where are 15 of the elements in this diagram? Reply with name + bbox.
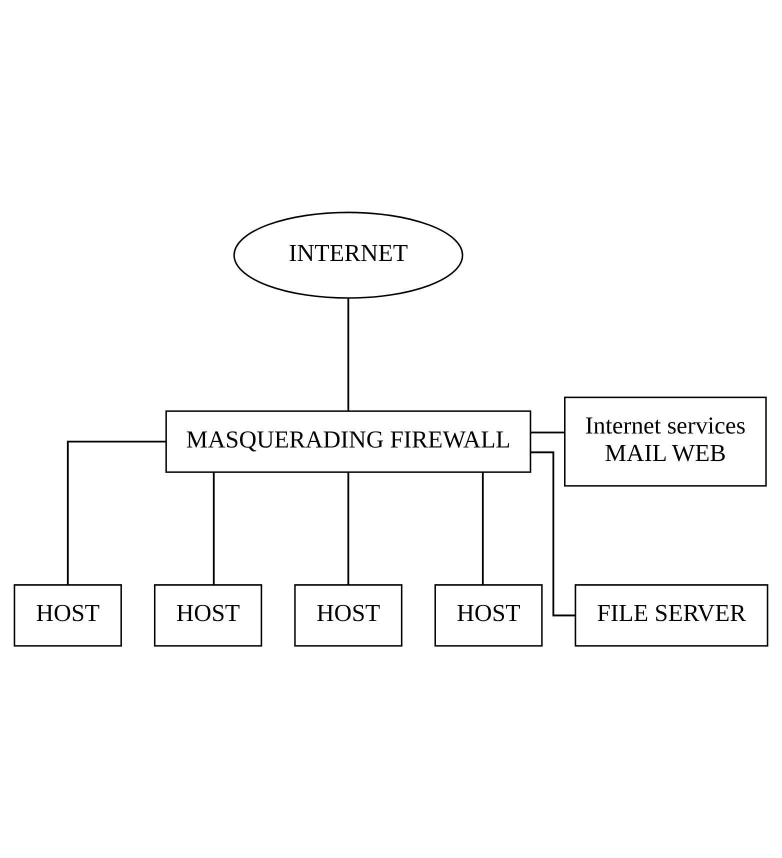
connector [530, 451, 576, 616]
connector [347, 298, 350, 411]
connector [66, 440, 166, 585]
node-box: FILE SERVER [574, 584, 768, 647]
node-box: HOST [154, 584, 262, 647]
node-ellipse: INTERNET [233, 212, 464, 299]
connector [212, 472, 215, 584]
node-box: HOST [434, 584, 543, 647]
node-box: MASQUERADING FIREWALL [165, 410, 532, 473]
connector [347, 472, 350, 584]
node-box: HOST [14, 584, 122, 647]
connector [530, 432, 564, 434]
node-box: Internet services MAIL WEB [564, 396, 767, 487]
connector [482, 472, 484, 584]
node-box: HOST [294, 584, 402, 647]
